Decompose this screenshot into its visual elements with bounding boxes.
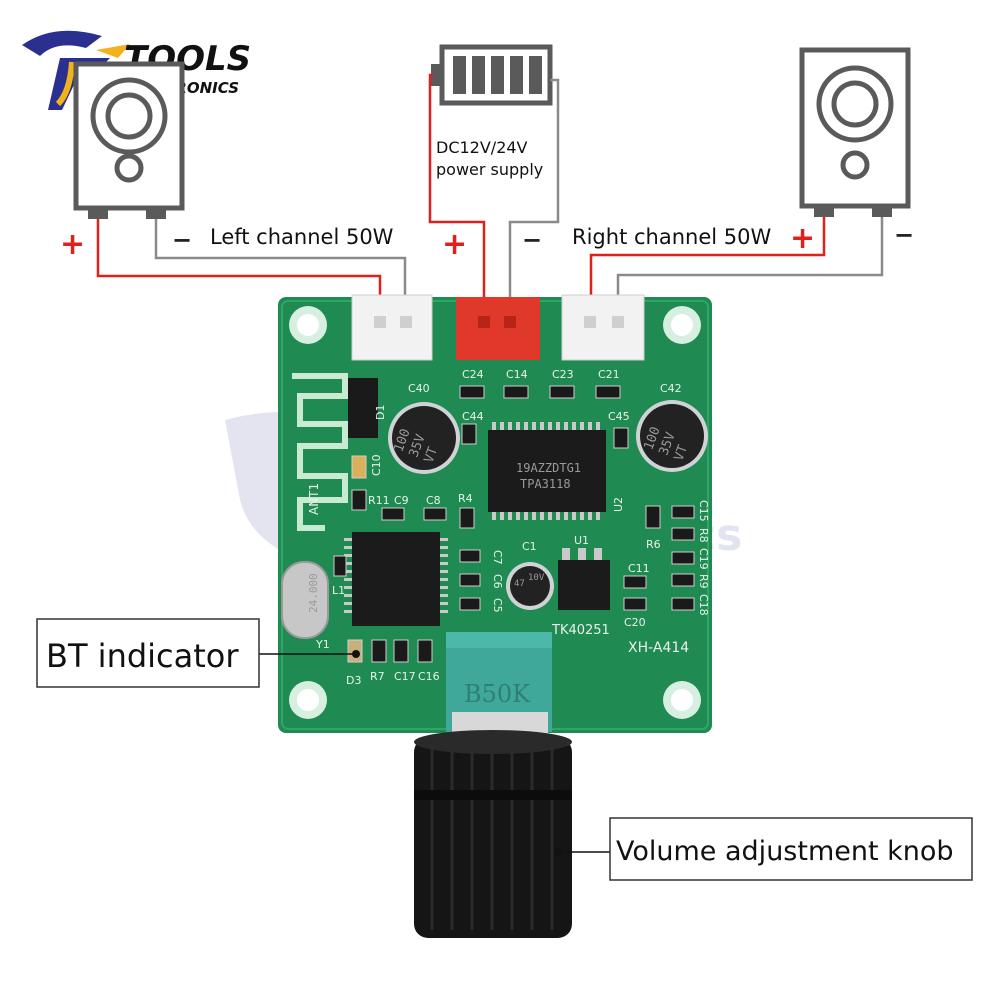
wires — [96, 73, 884, 318]
svg-text:VT: VT — [672, 443, 692, 463]
left-channel-label: Left channel 50W — [210, 225, 394, 249]
volume-potentiometer: B50K — [446, 632, 552, 742]
volume-knob-box — [609, 817, 973, 881]
silkscreen-labels: C24 C14 C23 C21 C40 C42 C44 C45 C10 R11 … — [315, 368, 710, 687]
svg-text:C1: C1 — [522, 540, 537, 553]
power-plus-sign: + — [442, 227, 467, 262]
svg-text:C24: C24 — [462, 368, 484, 381]
svg-text:Y1: Y1 — [315, 638, 330, 651]
volume-knob[interactable] — [414, 730, 572, 938]
antenna-trace — [292, 373, 348, 531]
right-minus-sign: − — [894, 221, 914, 249]
power-plus-wire — [428, 73, 486, 318]
svg-text:R7: R7 — [370, 670, 385, 683]
svg-text:C45: C45 — [608, 410, 630, 423]
svg-text:U1: U1 — [574, 534, 589, 547]
right-plus-sign: + — [790, 221, 815, 256]
amplifier-pcb: ANT1 100 35V VT 100 35V VT 19AZZDTG1 — [278, 294, 712, 733]
amp-chip-code: 19AZZDTG1 — [516, 461, 581, 475]
pot-label: B50K — [464, 680, 531, 708]
power-minus-wire — [508, 78, 560, 318]
mounting-hole — [663, 681, 701, 719]
svg-text:C6: C6 — [491, 574, 504, 589]
left-minus-sign: − — [172, 226, 192, 254]
svg-text:D1: D1 — [374, 405, 387, 420]
svg-text:C8: C8 — [426, 494, 441, 507]
svg-text:C42: C42 — [660, 382, 682, 395]
regulator-u1 — [558, 548, 610, 610]
crystal-y1: 24.000 — [281, 561, 329, 639]
volume-knob-label: Volume adjustment knob — [616, 836, 954, 867]
svg-text:C10: C10 — [370, 454, 383, 476]
svg-text:10V: 10V — [528, 573, 545, 583]
svg-text:R9: R9 — [697, 574, 710, 589]
mounting-hole — [663, 306, 701, 344]
svg-text:L1: L1 — [332, 584, 345, 597]
svg-text:D3: D3 — [346, 674, 361, 687]
bt-indicator-box — [36, 618, 260, 688]
svg-text:C19: C19 — [697, 548, 710, 570]
left-speaker-icon — [73, 61, 185, 219]
right-plus-wire — [589, 217, 826, 318]
bt-indicator-dot — [352, 650, 360, 658]
svg-text:C44: C44 — [462, 410, 484, 423]
svg-text:C7: C7 — [491, 550, 504, 565]
svg-text:C5: C5 — [491, 598, 504, 613]
svg-text:R8: R8 — [697, 528, 710, 543]
svg-text:U2: U2 — [612, 497, 625, 512]
capacitor-c40: 100 35V VT — [388, 402, 460, 474]
right-channel-label: Right channel 50W — [572, 225, 771, 249]
diode-d1 — [348, 378, 378, 438]
bt-indicator-label: BT indicator — [46, 637, 239, 675]
left-plus-sign: + — [60, 227, 85, 262]
svg-text:47: 47 — [514, 579, 525, 589]
svg-text:24.000: 24.000 — [307, 573, 320, 613]
svg-text:C9: C9 — [394, 494, 409, 507]
amplifier-chip: 19AZZDTG1 TPA3118 — [488, 422, 606, 520]
board-model: XH-A414 — [628, 640, 689, 656]
battery-icon — [431, 44, 553, 106]
volume-knob-dot — [554, 848, 562, 856]
svg-text:C20: C20 — [624, 616, 646, 629]
svg-text:C21: C21 — [598, 368, 620, 381]
right-speaker-connector — [561, 294, 645, 361]
svg-text:C23: C23 — [552, 368, 574, 381]
capacitor-c42: 100 35V VT — [636, 400, 708, 472]
mounting-hole — [289, 306, 327, 344]
bluetooth-chip — [344, 532, 448, 626]
svg-text:C40: C40 — [408, 382, 430, 395]
mounting-hole — [289, 681, 327, 719]
regulator-label: TK40251 — [551, 623, 610, 638]
svg-text:VT: VT — [422, 445, 442, 465]
right-speaker-icon — [799, 47, 911, 217]
svg-text:C15: C15 — [697, 500, 710, 522]
power-label-line1: DC12V/24V — [436, 138, 528, 157]
svg-text:C16: C16 — [418, 670, 440, 683]
svg-text:R6: R6 — [646, 538, 661, 551]
svg-text:C11: C11 — [628, 562, 650, 575]
svg-text:R4: R4 — [458, 492, 473, 505]
left-speaker-connector — [351, 294, 433, 361]
svg-text:R11: R11 — [368, 494, 390, 507]
amp-chip-model: TPA3118 — [520, 477, 571, 491]
antenna-label: ANT1 — [307, 483, 321, 515]
power-label-line2: power supply — [436, 160, 543, 179]
capacitor-c1: 47 10V — [506, 562, 554, 610]
power-minus-sign: − — [522, 226, 542, 254]
power-connector — [456, 297, 540, 360]
svg-text:C18: C18 — [697, 594, 710, 616]
svg-text:C17: C17 — [394, 670, 416, 683]
svg-text:C14: C14 — [506, 368, 528, 381]
left-minus-wire — [154, 219, 407, 318]
